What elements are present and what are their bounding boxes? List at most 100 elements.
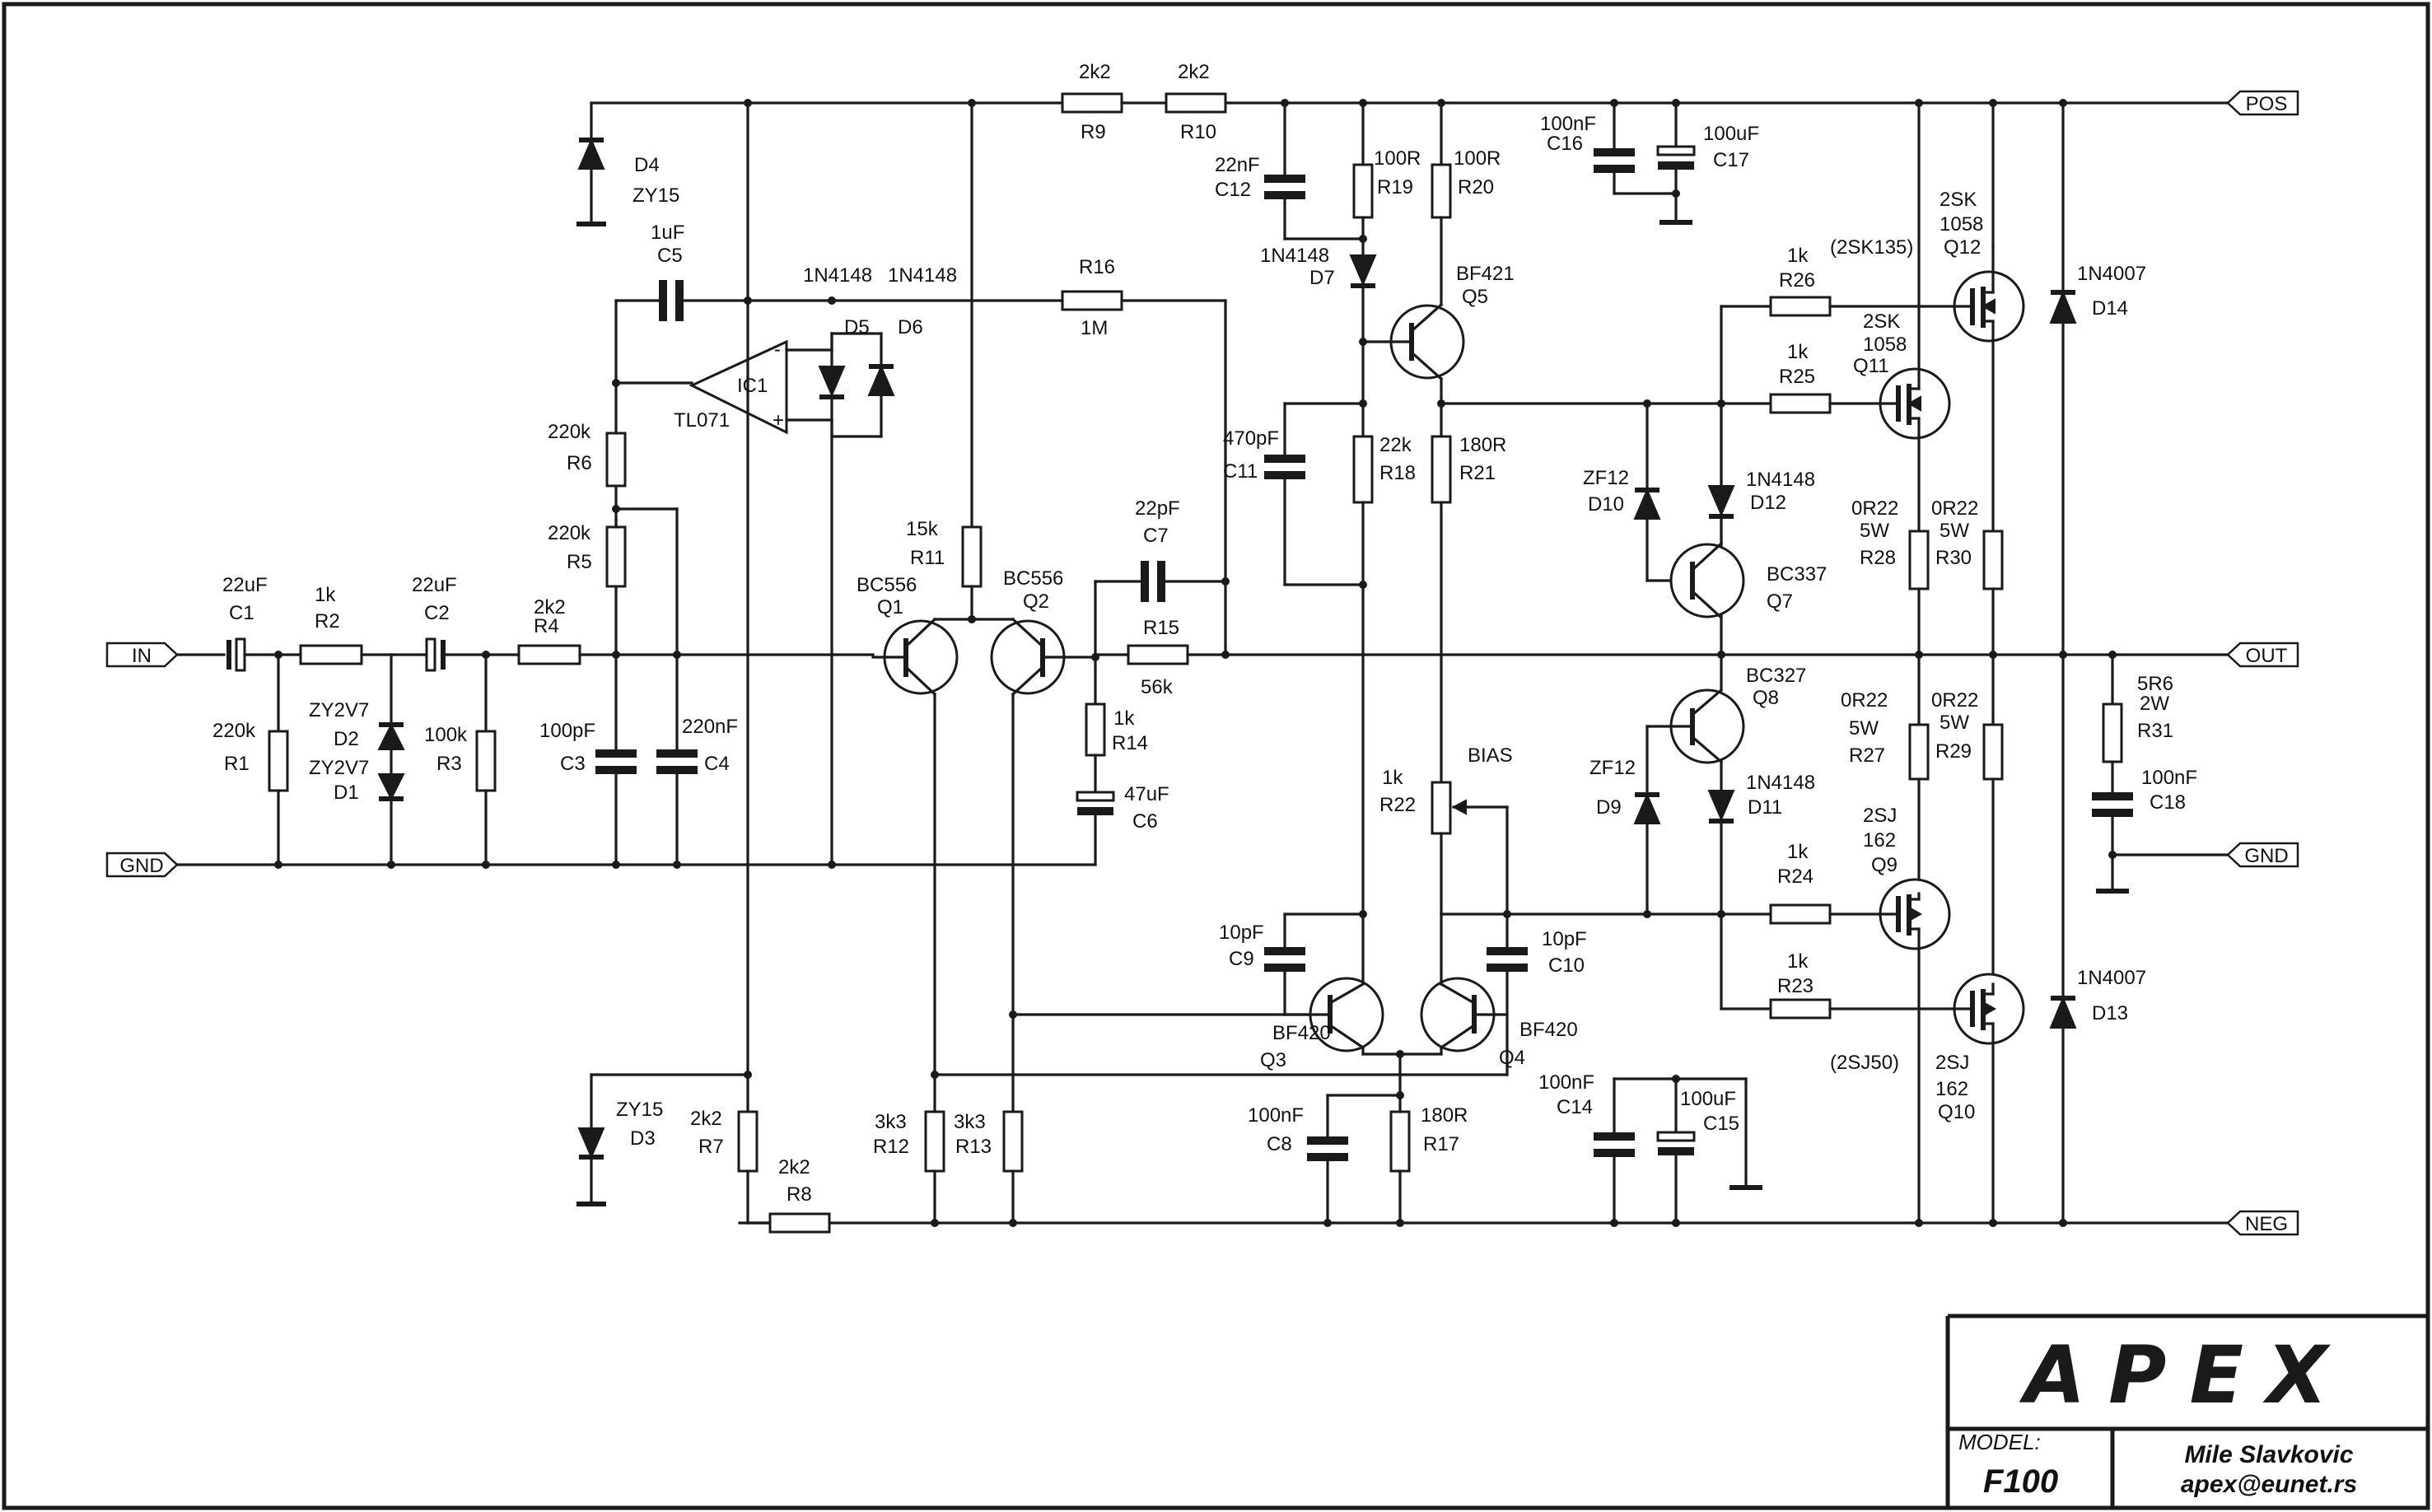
q4-ref: Q4 [1499,1047,1525,1069]
c5-ref: C5 [657,245,683,267]
model-value: F100 [1983,1463,2058,1500]
r30-value: 0R22 [1931,497,1978,520]
r24-ref: R24 [1777,866,1813,888]
c6-ref: C6 [1132,810,1158,833]
d6-value: 1N4148 [888,264,957,287]
r11-value: 15k [906,518,939,540]
r31-ref: R31 [2137,720,2173,742]
component-labels: 22uF C1 1k R2 22uF C2 2k2 R4 220k R1 ZY2… [212,61,2197,1206]
q8-ref: Q8 [1753,687,1779,709]
r24-value: 1k [1787,841,1809,863]
q7-ref: Q7 [1767,590,1793,613]
c15-ref: C15 [1703,1113,1739,1135]
q9-line2: 162 [1863,829,1896,852]
r3-value: 100k [424,724,468,746]
r25-ref: R25 [1779,366,1815,388]
d1-ref: D1 [334,782,359,804]
d11-ref: D11 [1748,796,1782,819]
c7-value: 22pF [1135,497,1180,520]
c12-ref: C12 [1215,179,1251,201]
q11-line1: 2SK [1863,310,1900,333]
c11-value: 470pF [1223,427,1279,450]
c11-ref: C11 [1223,460,1258,483]
d1-value: ZY2V7 [309,757,369,779]
q2-ref: Q2 [1023,590,1049,613]
r9-value: 2k2 [1079,61,1111,83]
q10-ref: Q10 [1938,1101,1975,1123]
r19-ref: R19 [1377,176,1413,198]
r29-value: 0R22 [1931,689,1978,712]
r29-power: 5W [1940,712,1969,734]
d12-ref: D12 [1750,492,1786,514]
q10-alt: (2SJ50) [1830,1052,1899,1074]
c6-value: 47uF [1124,783,1169,805]
port-out-label: OUT [2246,645,2288,667]
c1-value: 22uF [222,574,268,596]
c18-ref: C18 [2150,791,2186,814]
r6-value: 220k [548,421,591,443]
d7-value: 1N4148 [1260,245,1329,267]
c2-value: 22uF [412,574,457,596]
input-section [175,101,1227,1234]
title-block: APEX MODEL: F100 Mile Slavkovic apex@eun… [1945,1314,2428,1508]
c4-value: 220nF [682,716,738,738]
port-gnd-out-label: GND [2244,845,2288,867]
r28-value: 0R22 [1851,497,1898,520]
author-email: apex@eunet.rs [2181,1471,2357,1498]
r28-power: 5W [1860,520,1889,542]
c10-value: 10pF [1542,928,1587,950]
r20-value: 100R [1454,147,1501,170]
ic1-plus: + [773,409,784,432]
r8-value: 2k2 [778,1156,810,1178]
q4-value: BF420 [1519,1019,1578,1041]
d5-ref: D5 [844,316,870,338]
c16-value: 100nF [1540,113,1596,135]
r21-ref: R21 [1459,462,1496,484]
q12-line2: 1058 [1940,213,1983,236]
ic1-minus: - [774,338,781,361]
vas-section [933,101,1772,1225]
r13-ref: R13 [955,1136,992,1158]
d4-value: ZY15 [633,184,679,207]
port-gnd-label: GND [119,855,163,877]
d7-ref: D7 [1309,267,1335,289]
q1-ref: Q1 [877,596,903,618]
d9-value: ZF12 [1589,757,1636,779]
r17-ref: R17 [1423,1133,1459,1155]
r27-value: 0R22 [1841,689,1888,712]
q5-value: BF421 [1456,263,1515,285]
r6-ref: R6 [567,452,592,474]
r31-power: 2W [2140,693,2169,715]
d13-ref: D13 [2092,1002,2128,1024]
c17-ref: C17 [1713,149,1749,171]
r5-ref: R5 [567,551,592,573]
model-label: MODEL: [1958,1430,2041,1454]
port-gnd [105,852,179,878]
r1-ref: R1 [224,753,250,775]
q7-value: BC337 [1767,563,1827,586]
q8-value: BC327 [1746,665,1806,687]
port-in [105,642,179,668]
r30-power: 5W [1940,520,1969,542]
r29-ref: R29 [1935,740,1972,763]
r1-value: 220k [212,720,256,742]
c8-value: 100nF [1248,1104,1304,1127]
c9-value: 10pF [1219,922,1264,944]
r8-ref: R8 [787,1183,812,1206]
author-name: Mile Slavkovic [2184,1441,2353,1468]
r7-value: 2k2 [690,1108,722,1130]
r27-power: 5W [1849,717,1879,740]
q5-ref: Q5 [1462,286,1488,308]
q9-line1: 2SJ [1863,805,1897,827]
d2-ref: D2 [334,728,359,750]
q12-line1: 2SK [1940,189,1977,211]
apex-logo: APEX [2019,1329,2327,1421]
c16-ref: C16 [1547,133,1583,155]
c4-ref: C4 [704,753,730,775]
r31-value: 5R6 [2137,673,2173,695]
q9-ref: Q9 [1871,854,1898,876]
c2-ref: C2 [424,602,450,624]
r14-value: 1k [1113,707,1135,730]
ports: IN GND POS OUT GND NEG [105,90,2299,1236]
